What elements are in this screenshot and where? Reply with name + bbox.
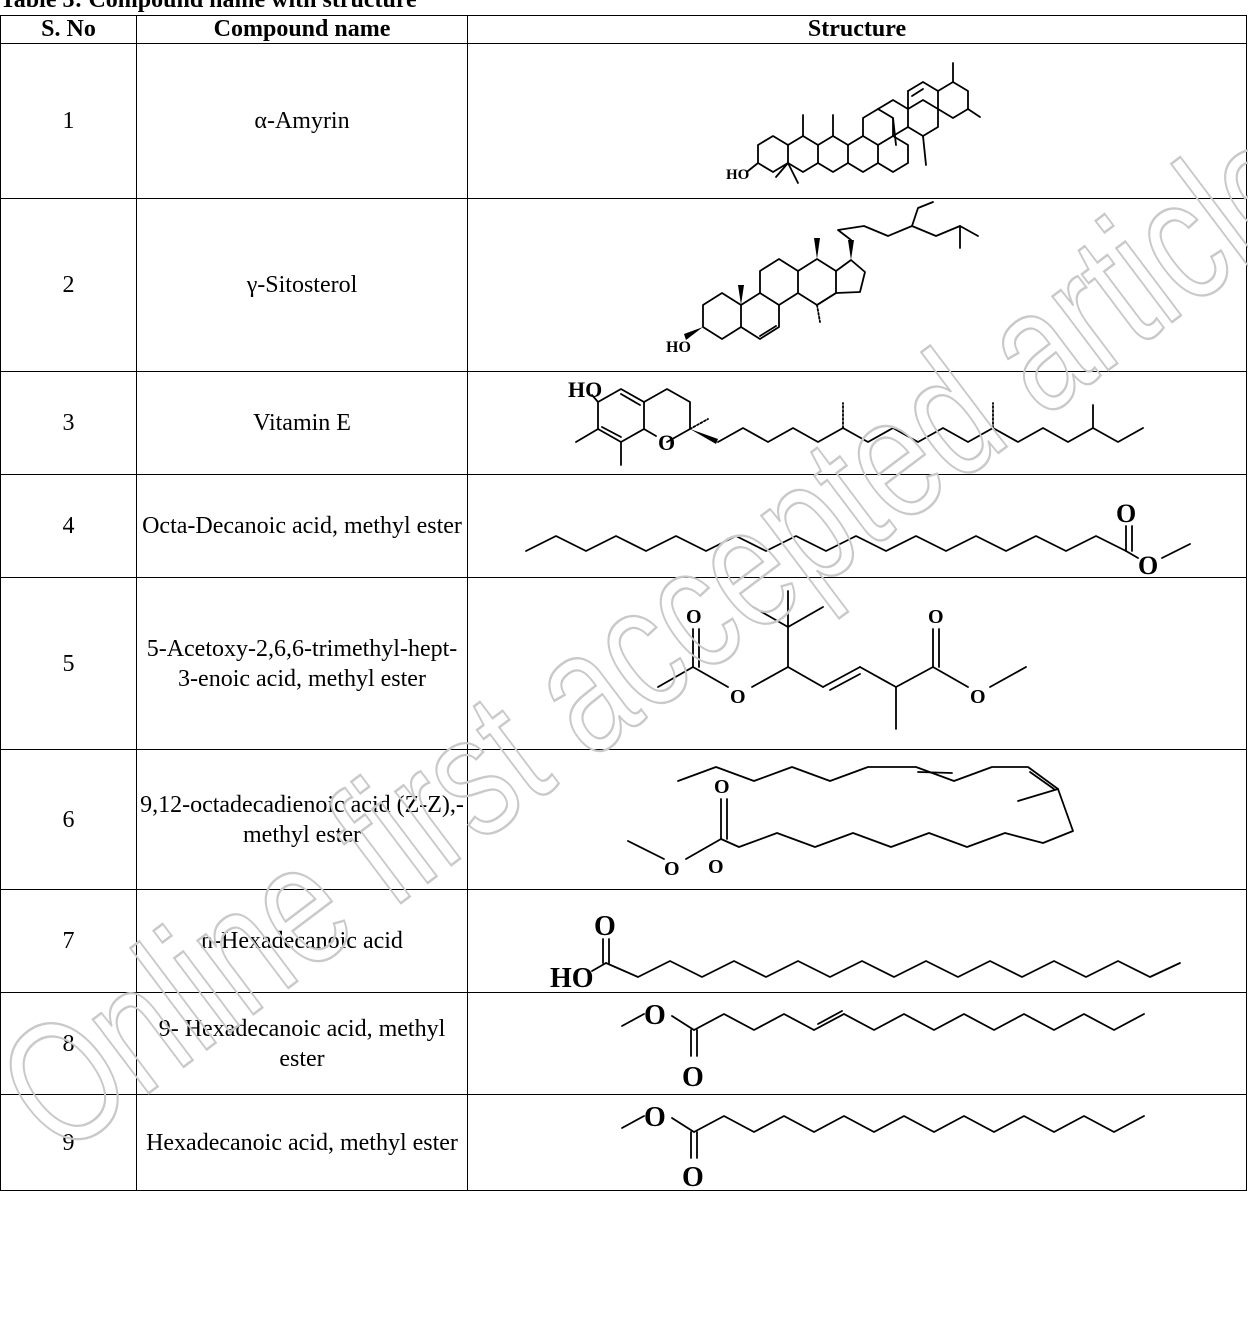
atom-label: O <box>928 606 944 628</box>
table-row: 9 Hexadecanoic acid, methyl ester O O <box>0 1094 1247 1191</box>
atom-label: O <box>686 606 702 628</box>
header-sno: S. No <box>0 15 137 44</box>
atom-label: O <box>644 1000 666 1031</box>
structure-octadecanoic-methyl-ester: O O <box>525 499 1191 577</box>
table-row: 1 α-Amyrin <box>0 43 1247 199</box>
table-row: 4 Octa-Decanoic acid, methyl ester O O <box>0 474 1247 578</box>
atom-label: O <box>658 430 675 455</box>
table-row: 3 Vitamin E HO <box>0 371 1247 475</box>
structure-cell: O HO <box>467 889 1247 993</box>
structure-acetoxy-enoic-methyl-ester: O O O O <box>657 589 1027 730</box>
atom-label: O <box>970 686 986 708</box>
atom-label: HO <box>568 377 602 402</box>
row-sno: 3 <box>0 371 137 475</box>
table-row: 8 9- Hexadecanoic acid, methyl ester O O <box>0 992 1247 1095</box>
row-sno: 2 <box>0 198 137 372</box>
structure-cell: O O O O <box>467 577 1247 750</box>
structure-cell: O O <box>467 1094 1247 1191</box>
structure-9-hexadecanoic-methyl-ester: O O <box>621 1000 1145 1093</box>
row-sno: 8 <box>0 992 137 1095</box>
structure-cell: O O <box>467 474 1247 578</box>
structure-n-hexadecanoic-acid: O HO <box>550 911 1181 992</box>
atom-label: O <box>594 911 616 942</box>
table-caption: Table 3: Compound name with structure <box>0 0 417 13</box>
row-sno: 1 <box>0 43 137 199</box>
table-header-row: S. No Compound name Structure <box>0 15 1247 44</box>
atom-label: O <box>682 1062 704 1093</box>
atom-label: HO <box>726 167 749 183</box>
row-sno: 7 <box>0 889 137 993</box>
structure-octadecadienoic-methyl-ester: O O O <box>627 765 1074 880</box>
row-sno: 4 <box>0 474 137 578</box>
row-compound-name: γ-Sitosterol <box>136 198 468 372</box>
atom-label: O <box>730 686 746 708</box>
structure-alpha-amyrin: HO <box>726 61 981 184</box>
row-compound-name: n-Hexadecanoic acid <box>136 889 468 993</box>
structure-cell: O O O <box>467 749 1247 890</box>
table-row: 6 9,12-octadecadienoic acid (Z-Z),-methy… <box>0 749 1247 890</box>
compound-table: S. No Compound name Structure 1 α-Amyrin <box>0 15 1247 1191</box>
structure-gamma-sitosterol: HO <box>666 200 979 356</box>
table-row: 7 n-Hexadecanoic acid O HO <box>0 889 1247 993</box>
structure-cell: HO <box>467 198 1247 372</box>
atom-label: O <box>1138 551 1158 577</box>
structure-cell: HO O <box>467 371 1247 475</box>
row-compound-name: Octa-Decanoic acid, methyl ester <box>136 474 468 578</box>
atom-label: O <box>708 856 724 878</box>
atom-label: HO <box>550 963 594 992</box>
row-compound-name: Hexadecanoic acid, methyl ester <box>136 1094 468 1191</box>
table-row: 2 γ-Sitosterol <box>0 198 1247 372</box>
row-compound-name: 5-Acetoxy-2,6,6-trimethyl-hept-3-enoic a… <box>136 577 468 750</box>
row-compound-name: α-Amyrin <box>136 43 468 199</box>
row-compound-name: 9,12-octadecadienoic acid (Z-Z),-methyl … <box>136 749 468 890</box>
atom-label: HO <box>666 339 691 356</box>
atom-label: O <box>714 776 730 798</box>
row-sno: 5 <box>0 577 137 750</box>
atom-label: O <box>644 1102 666 1133</box>
structure-vitamin-e: HO O <box>568 377 1144 466</box>
atom-label: O <box>1116 499 1136 528</box>
row-compound-name: 9- Hexadecanoic acid, methyl ester <box>136 992 468 1095</box>
header-compound-name: Compound name <box>136 15 468 44</box>
row-compound-name: Vitamin E <box>136 371 468 475</box>
table-row: 5 5-Acetoxy-2,6,6-trimethyl-hept-3-enoic… <box>0 577 1247 750</box>
row-sno: 9 <box>0 1094 137 1191</box>
row-sno: 6 <box>0 749 137 890</box>
atom-label: O <box>682 1162 704 1190</box>
structure-cell: O O <box>467 992 1247 1095</box>
header-structure: Structure <box>467 15 1247 44</box>
atom-label: O <box>664 858 680 880</box>
structure-hexadecanoic-methyl-ester: O O <box>621 1102 1145 1190</box>
structure-cell: HO <box>467 43 1247 199</box>
